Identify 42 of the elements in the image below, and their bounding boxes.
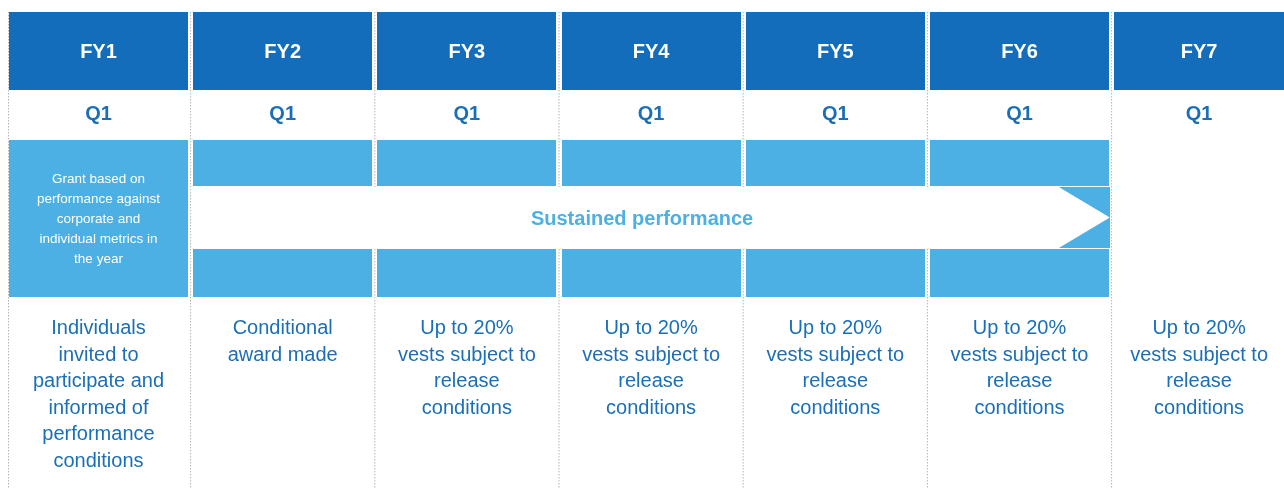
quarter-label: Q1 (1005, 101, 1034, 126)
quarter-label: Q1 (636, 101, 666, 126)
milestone-description: Conditional award made (226, 315, 339, 367)
period-band (377, 140, 557, 186)
year-label: FY3 (448, 39, 486, 63)
year-header (1114, 12, 1284, 90)
year-label: FY2 (264, 39, 302, 63)
year-header (561, 12, 741, 90)
quarter-label: Q1 (1184, 101, 1214, 126)
year-label: FY7 (1180, 39, 1218, 63)
period-band (745, 140, 925, 186)
year-label: FY5 (816, 39, 854, 63)
arrow-label: Sustained performance (530, 205, 754, 230)
year-label: FY4 (632, 39, 670, 63)
milestone-description: Individuals invited to participate and informed of performance conditions (31, 315, 166, 473)
milestone-description: Up to 20% vests subject to release conditions (766, 315, 905, 420)
quarter-label: Q1 (820, 101, 850, 126)
year-header (193, 12, 373, 90)
year-label: FY1 (80, 39, 117, 63)
year-header (930, 12, 1109, 90)
quarter-label: Q1 (452, 101, 482, 126)
grant-description: Grant based on performance against corporate and individual metrics in the year (35, 169, 162, 268)
period-band (193, 140, 373, 186)
year-label: FY6 (1001, 39, 1038, 63)
performance-arrow (192, 187, 1110, 248)
quarter-label: Q1 (84, 101, 113, 126)
milestone-description: Up to 20% vests subject to release conditions (1130, 315, 1269, 420)
year-header (377, 12, 557, 90)
milestone-description: Up to 20% vests subject to release conditions (397, 315, 536, 420)
period-band (745, 249, 925, 297)
year-header (745, 12, 925, 90)
quarter-label: Q1 (268, 101, 298, 126)
period-band (561, 249, 741, 297)
grant-box (9, 140, 188, 297)
year-header (9, 12, 188, 90)
period-band (930, 140, 1109, 186)
period-band (561, 140, 741, 186)
period-band (193, 249, 373, 297)
milestone-description: Up to 20% vests subject to release conditions (582, 315, 721, 420)
period-band (930, 249, 1109, 297)
period-band (377, 249, 557, 297)
milestone-description: Up to 20% vests subject to release conditions (950, 315, 1089, 420)
